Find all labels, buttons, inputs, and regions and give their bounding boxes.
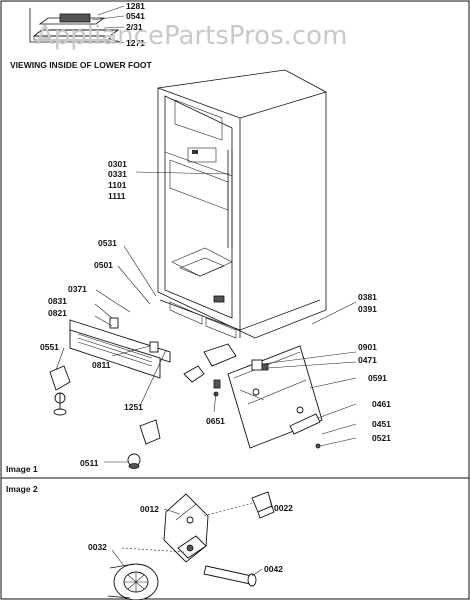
image2-leader-lines	[111, 499, 273, 577]
label-0391: 0391	[358, 304, 377, 314]
label-0451: 0451	[372, 419, 391, 429]
label-1101: 1101	[108, 180, 127, 190]
refrigerator-cabinet	[157, 69, 327, 339]
lower-foot-inset: 1281 0541 2/31 1271	[29, 1, 145, 48]
watermark: AppliancePartsPros.com	[36, 21, 347, 51]
label-0471: 0471	[358, 355, 377, 365]
label-0551: 0551	[40, 342, 59, 352]
label-0531: 0531	[98, 238, 117, 248]
image1-parts	[49, 317, 323, 469]
label-0012: 0012	[140, 504, 159, 514]
label-0821: 0821	[48, 308, 67, 318]
label-1251: 1251	[124, 402, 143, 412]
label-0591: 0591	[368, 373, 387, 383]
label-0651: 0651	[206, 416, 225, 426]
label-0461: 0461	[372, 399, 391, 409]
inset-label-1281: 1281	[126, 1, 145, 11]
label-0381: 0381	[358, 292, 377, 302]
label-0301: 0301	[108, 159, 127, 169]
label-0811: 0811	[92, 360, 111, 370]
inset-label-2-31: 2/31	[126, 22, 143, 32]
label-0831: 0831	[48, 296, 67, 306]
label-0501: 0501	[94, 260, 113, 270]
image1-leader-lines	[55, 171, 357, 463]
label-0511: 0511	[80, 458, 99, 468]
label-0371: 0371	[68, 284, 87, 294]
image2-caption: Image 2	[6, 484, 38, 494]
label-0032: 0032	[88, 542, 107, 552]
label-0901: 0901	[358, 342, 377, 352]
inset-label-0541: 0541	[126, 11, 145, 21]
image1-caption: Image 1	[6, 464, 38, 474]
label-0521: 0521	[372, 433, 391, 443]
image2-labels: 0012 0022 0032 0042	[88, 503, 293, 574]
inset-label-1271: 1271	[126, 38, 145, 48]
label-0331: 0331	[108, 169, 127, 179]
inset-caption: VIEWING INSIDE OF LOWER FOOT	[10, 60, 152, 70]
image2-parts	[107, 491, 275, 600]
label-0022: 0022	[274, 503, 293, 513]
label-0042: 0042	[264, 564, 283, 574]
label-1111: 1111	[108, 191, 126, 201]
image1-labels: 0301 0331 1101 1111 0531 0501 0371 0831 …	[40, 159, 391, 468]
